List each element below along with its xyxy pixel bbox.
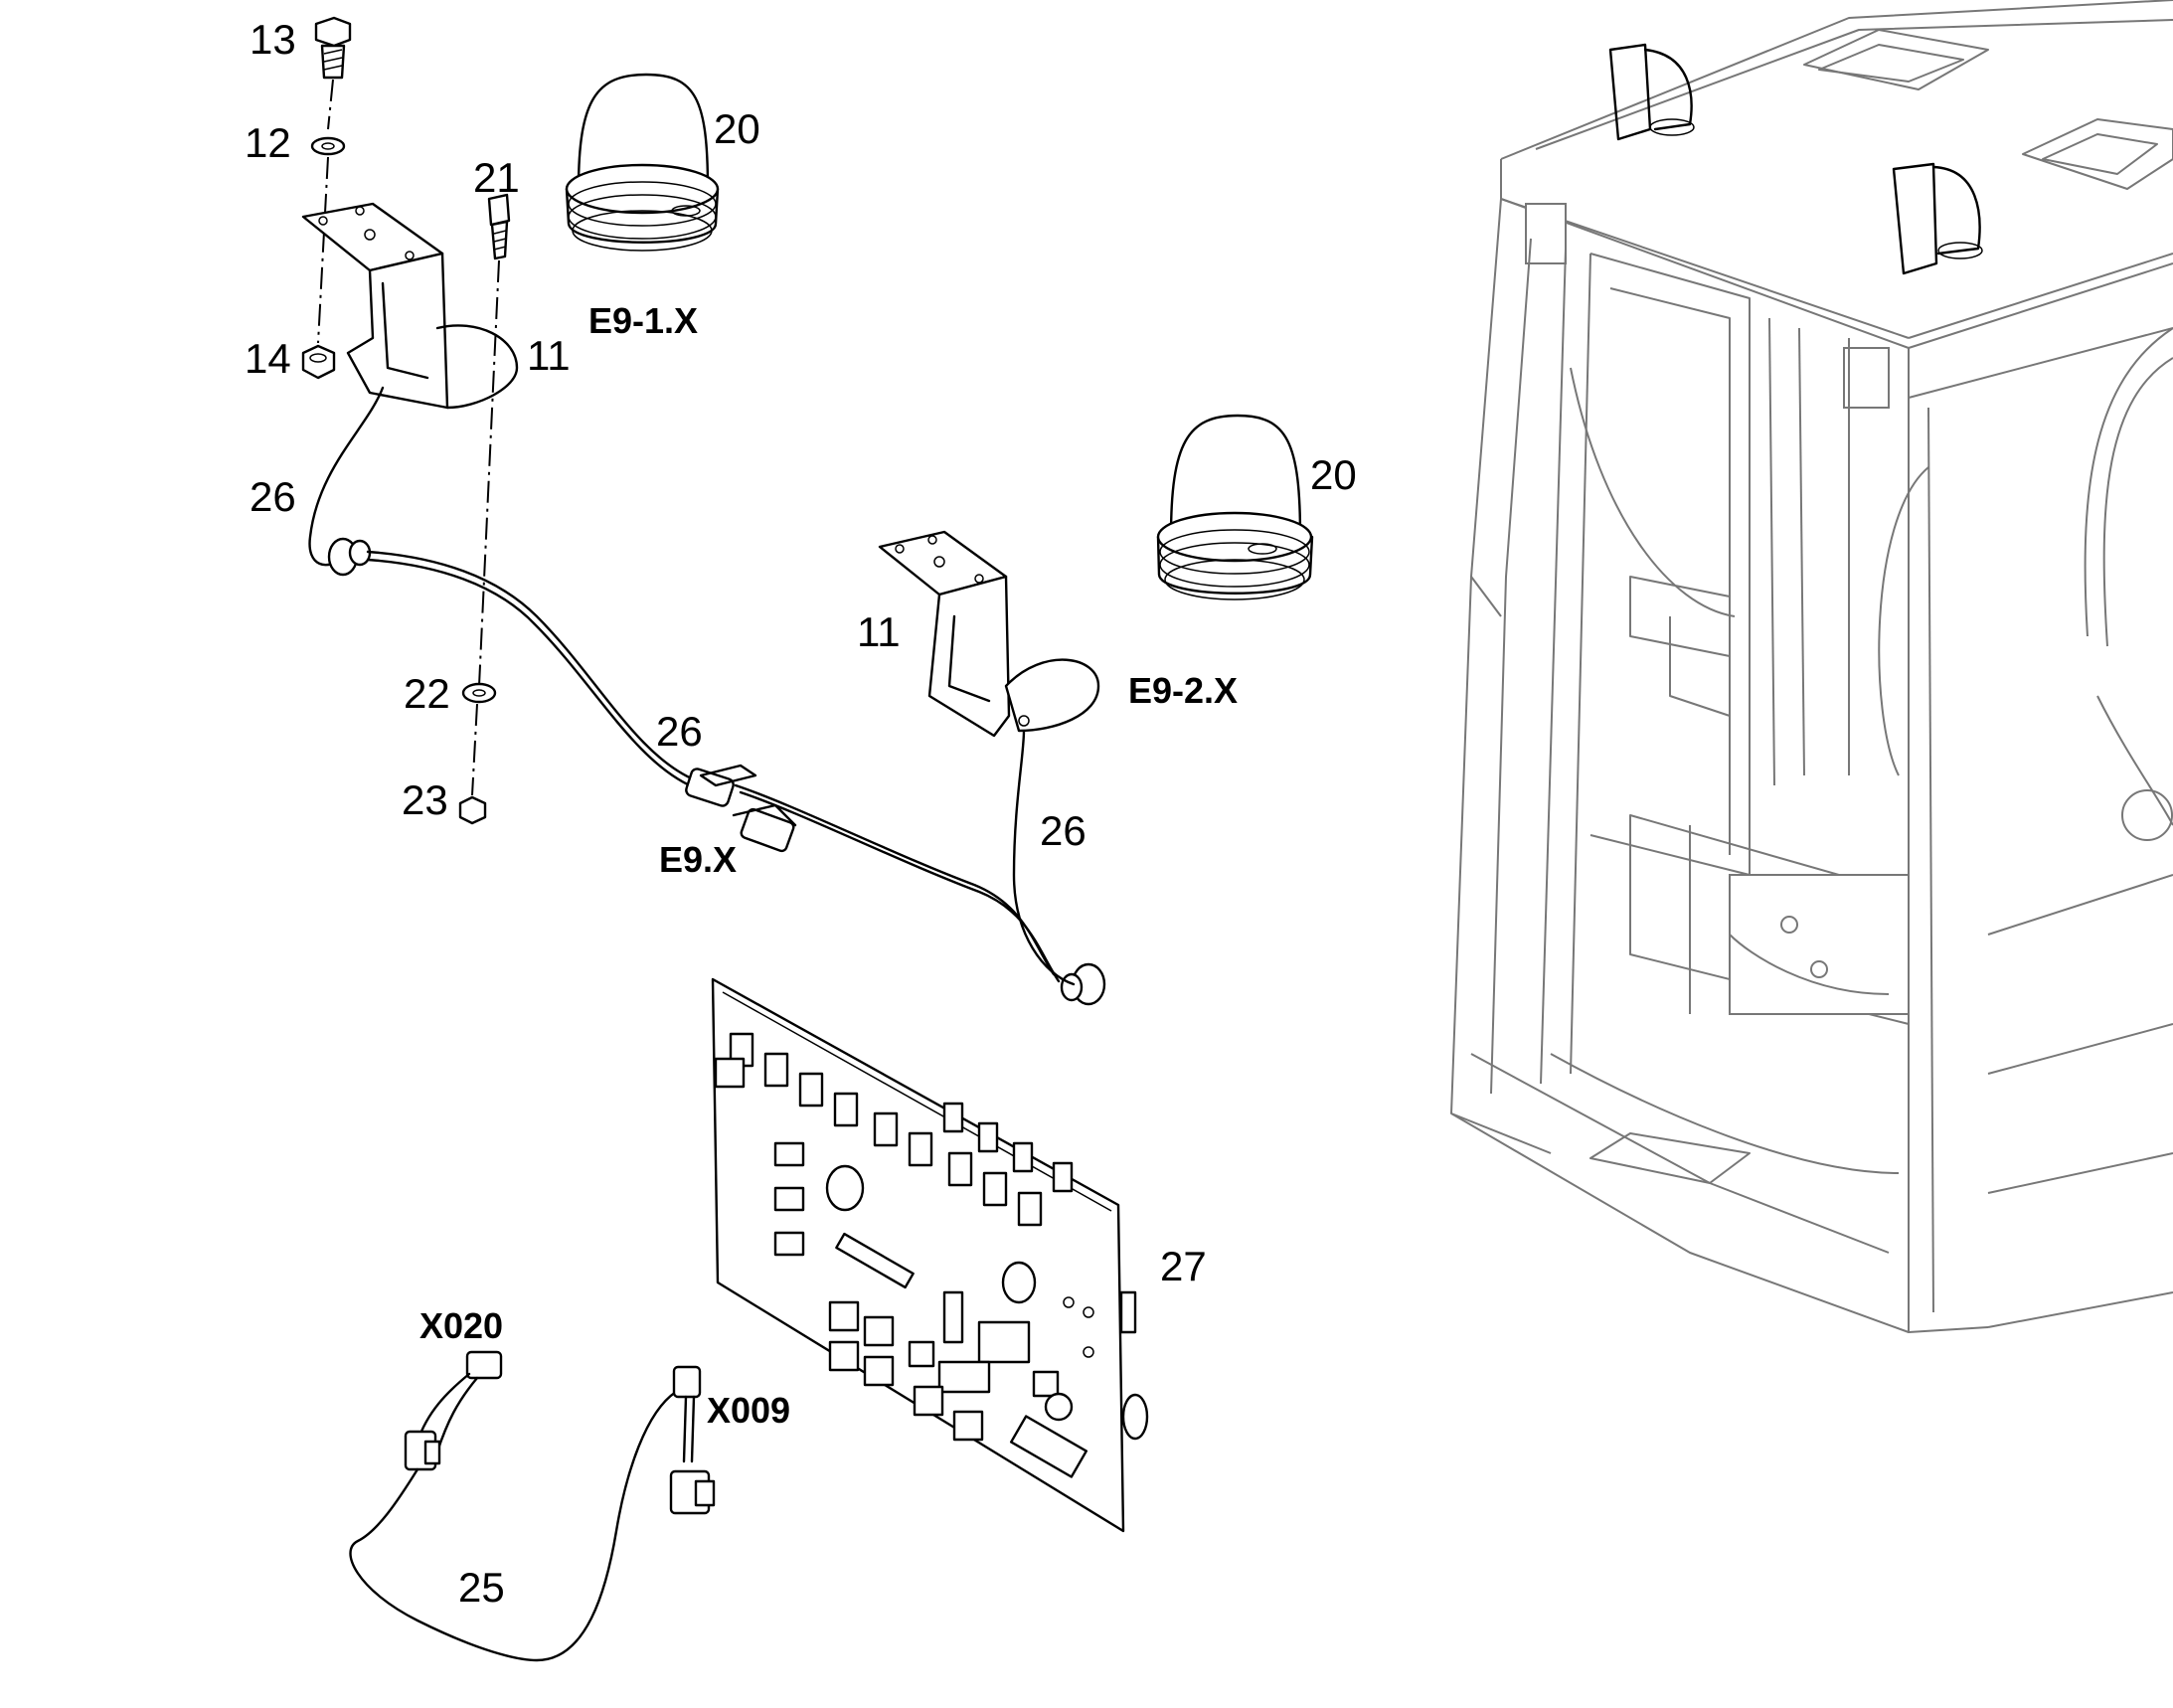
label-x020: X020 <box>419 1305 504 1346</box>
nut-14 <box>301 344 336 380</box>
roof-beacon-right <box>1892 162 1983 275</box>
washer-12 <box>310 136 346 156</box>
bracket-11-upper <box>301 202 519 410</box>
bolt-13 <box>314 16 352 80</box>
harness-25 <box>349 1350 716 1662</box>
cable-26-upper <box>308 386 757 807</box>
beacon-20-upper <box>565 73 720 252</box>
nut-23 <box>458 795 487 825</box>
connector-x020 <box>465 1350 503 1380</box>
connector-x009 <box>672 1365 702 1399</box>
label-x009: X009 <box>707 1390 791 1431</box>
label-26-upper: 26 <box>250 473 296 520</box>
beacon-20-lower <box>1156 414 1314 600</box>
label-23: 23 <box>402 776 448 823</box>
screw-21 <box>487 193 511 260</box>
label-22: 22 <box>404 670 450 717</box>
label-20-lower: 20 <box>1310 451 1357 498</box>
label-20-upper: 20 <box>714 105 760 152</box>
label-27: 27 <box>1160 1243 1207 1289</box>
cab-illustration <box>1450 0 2173 1333</box>
cable-26-lower <box>734 729 1106 1006</box>
label-e9x: E9.X <box>659 839 738 880</box>
label-26-lower: 26 <box>1040 807 1086 854</box>
label-11-upper: 11 <box>527 332 571 379</box>
roof-beacon-left <box>1608 43 1695 141</box>
label-14: 14 <box>245 335 291 382</box>
label-25: 25 <box>458 1564 505 1611</box>
label-13: 13 <box>250 16 296 63</box>
label-11-lower: 11 <box>857 608 901 655</box>
label-e9-2x: E9-2.X <box>1128 670 1239 711</box>
label-21: 21 <box>473 154 520 201</box>
washer-22 <box>461 682 497 704</box>
label-12: 12 <box>245 119 291 166</box>
label-26-middle: 26 <box>656 708 703 755</box>
bracket-11-lower <box>878 530 1100 738</box>
circuit-board-27 <box>711 977 1149 1533</box>
connector-e9x <box>732 803 797 853</box>
label-e9-1x: E9-1.X <box>588 300 699 341</box>
